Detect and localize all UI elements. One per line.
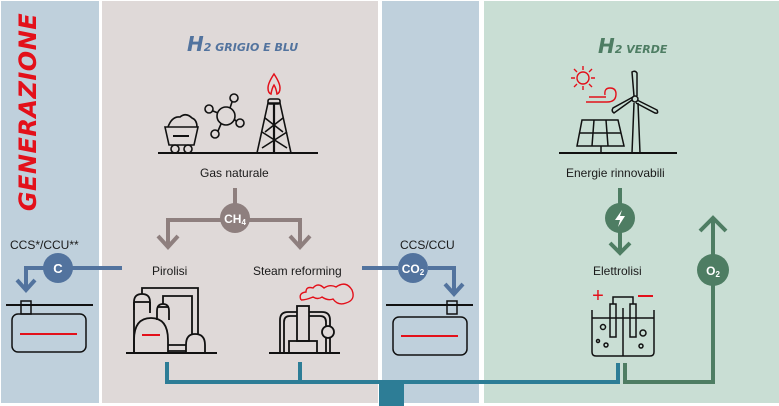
steam-reforming-icon <box>279 305 335 354</box>
label-energie-rinnovabili: Energie rinnovabili <box>566 166 665 180</box>
ch4-node <box>220 203 250 233</box>
co2-capture-flow <box>362 266 465 297</box>
flame-icon <box>267 72 281 95</box>
co2-node-label: CO2 <box>402 262 425 277</box>
co2-node <box>398 253 428 283</box>
lightning-bolt-icon <box>615 210 625 227</box>
wind-turbine-icon <box>611 70 659 154</box>
carbon-node-label: C <box>53 261 63 276</box>
molecule-icon <box>204 93 245 139</box>
hydrogen-pipeline <box>165 362 620 384</box>
title-green: H2 VERDE <box>598 34 667 58</box>
steam-cloud-icon <box>299 283 354 305</box>
sun-icon <box>571 66 595 90</box>
electrolysis-cell-icon <box>591 296 655 357</box>
panel-green-hydrogen <box>484 1 779 403</box>
carbon-capture-flow <box>15 266 122 293</box>
label-pirolisi: Pirolisi <box>152 264 188 278</box>
solar-panel-icon <box>576 119 625 153</box>
title-suffix: 2 GRIGIO E BLU <box>203 41 299 54</box>
panel-generation <box>1 1 99 403</box>
coal-cart-icon <box>164 113 199 154</box>
label-elettrolisi: Elettrolisi <box>593 264 642 278</box>
title-h: H <box>187 32 204 56</box>
wind-icon <box>586 87 617 103</box>
storage-tank-icon <box>386 300 473 356</box>
title-suffix: 2 VERDE <box>614 43 668 56</box>
pipeline-outlet <box>379 384 404 406</box>
title-grey-blue: H2 GRIGIO E BLU <box>187 32 298 56</box>
carbon-node <box>43 253 73 283</box>
gas-rig-icon <box>256 98 292 154</box>
label-ccs-ccu-left: CCS*/CCU** <box>10 238 79 252</box>
ch4-node-label: CH4 <box>224 212 246 227</box>
oxygen-node <box>697 254 729 286</box>
title-h: H <box>598 34 615 58</box>
oxygen-flow-arrow <box>623 215 728 384</box>
plus-sign: + <box>592 285 604 307</box>
label-steam-reforming: Steam reforming <box>253 264 342 278</box>
storage-tank-icon <box>6 300 93 353</box>
label-gas-naturale: Gas naturale <box>200 166 269 180</box>
pyrolysis-plant-icon <box>133 287 206 353</box>
label-ccs-ccu-mid: CCS/CCU <box>400 238 455 252</box>
